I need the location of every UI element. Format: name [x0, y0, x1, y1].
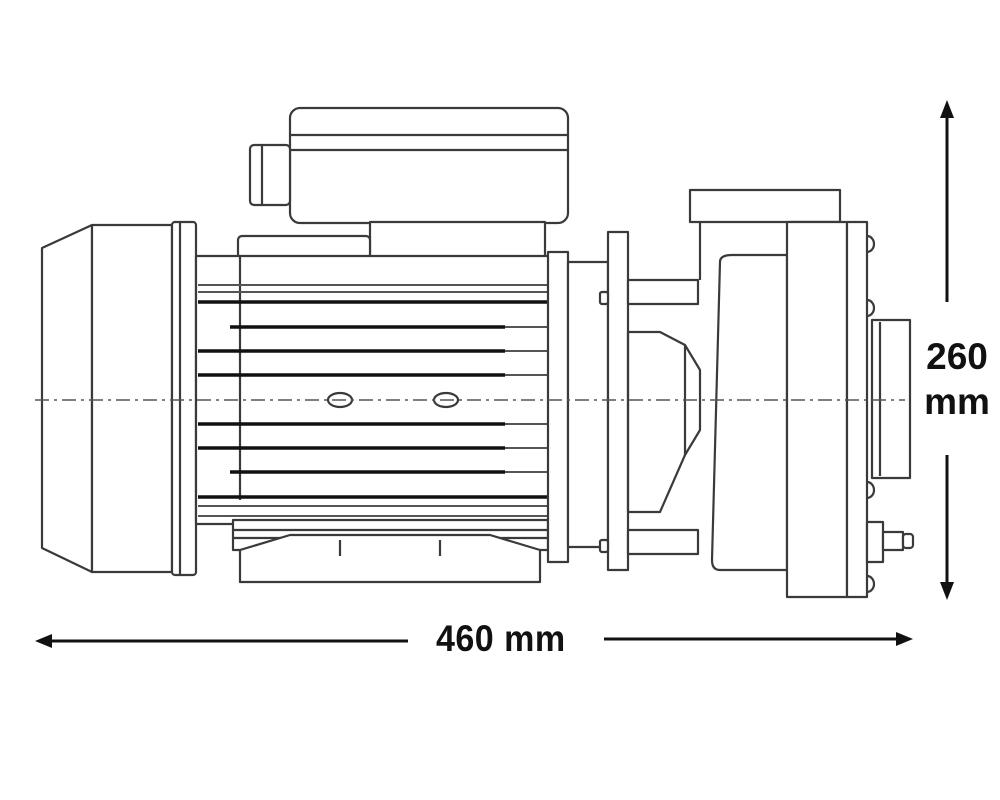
height-value: 260: [926, 336, 988, 377]
drain-plug: [865, 520, 915, 564]
height-unit: mm: [924, 381, 990, 422]
width-dimension-arrow: [35, 632, 913, 648]
width-dimension-label: 460 mm: [436, 618, 566, 659]
fan-cover: [40, 220, 198, 577]
mounting-foot: [231, 518, 550, 584]
discharge-port: [688, 188, 842, 224]
pump-volute: [688, 188, 915, 599]
terminal-box: [248, 106, 570, 260]
height-dimension-arrow: [940, 100, 954, 600]
suction-port: [870, 318, 912, 480]
height-dimension-label: 260 mm: [918, 338, 996, 420]
adapter-bracket: [598, 230, 702, 572]
motor-body: [194, 254, 552, 526]
cable-gland: [248, 143, 292, 207]
